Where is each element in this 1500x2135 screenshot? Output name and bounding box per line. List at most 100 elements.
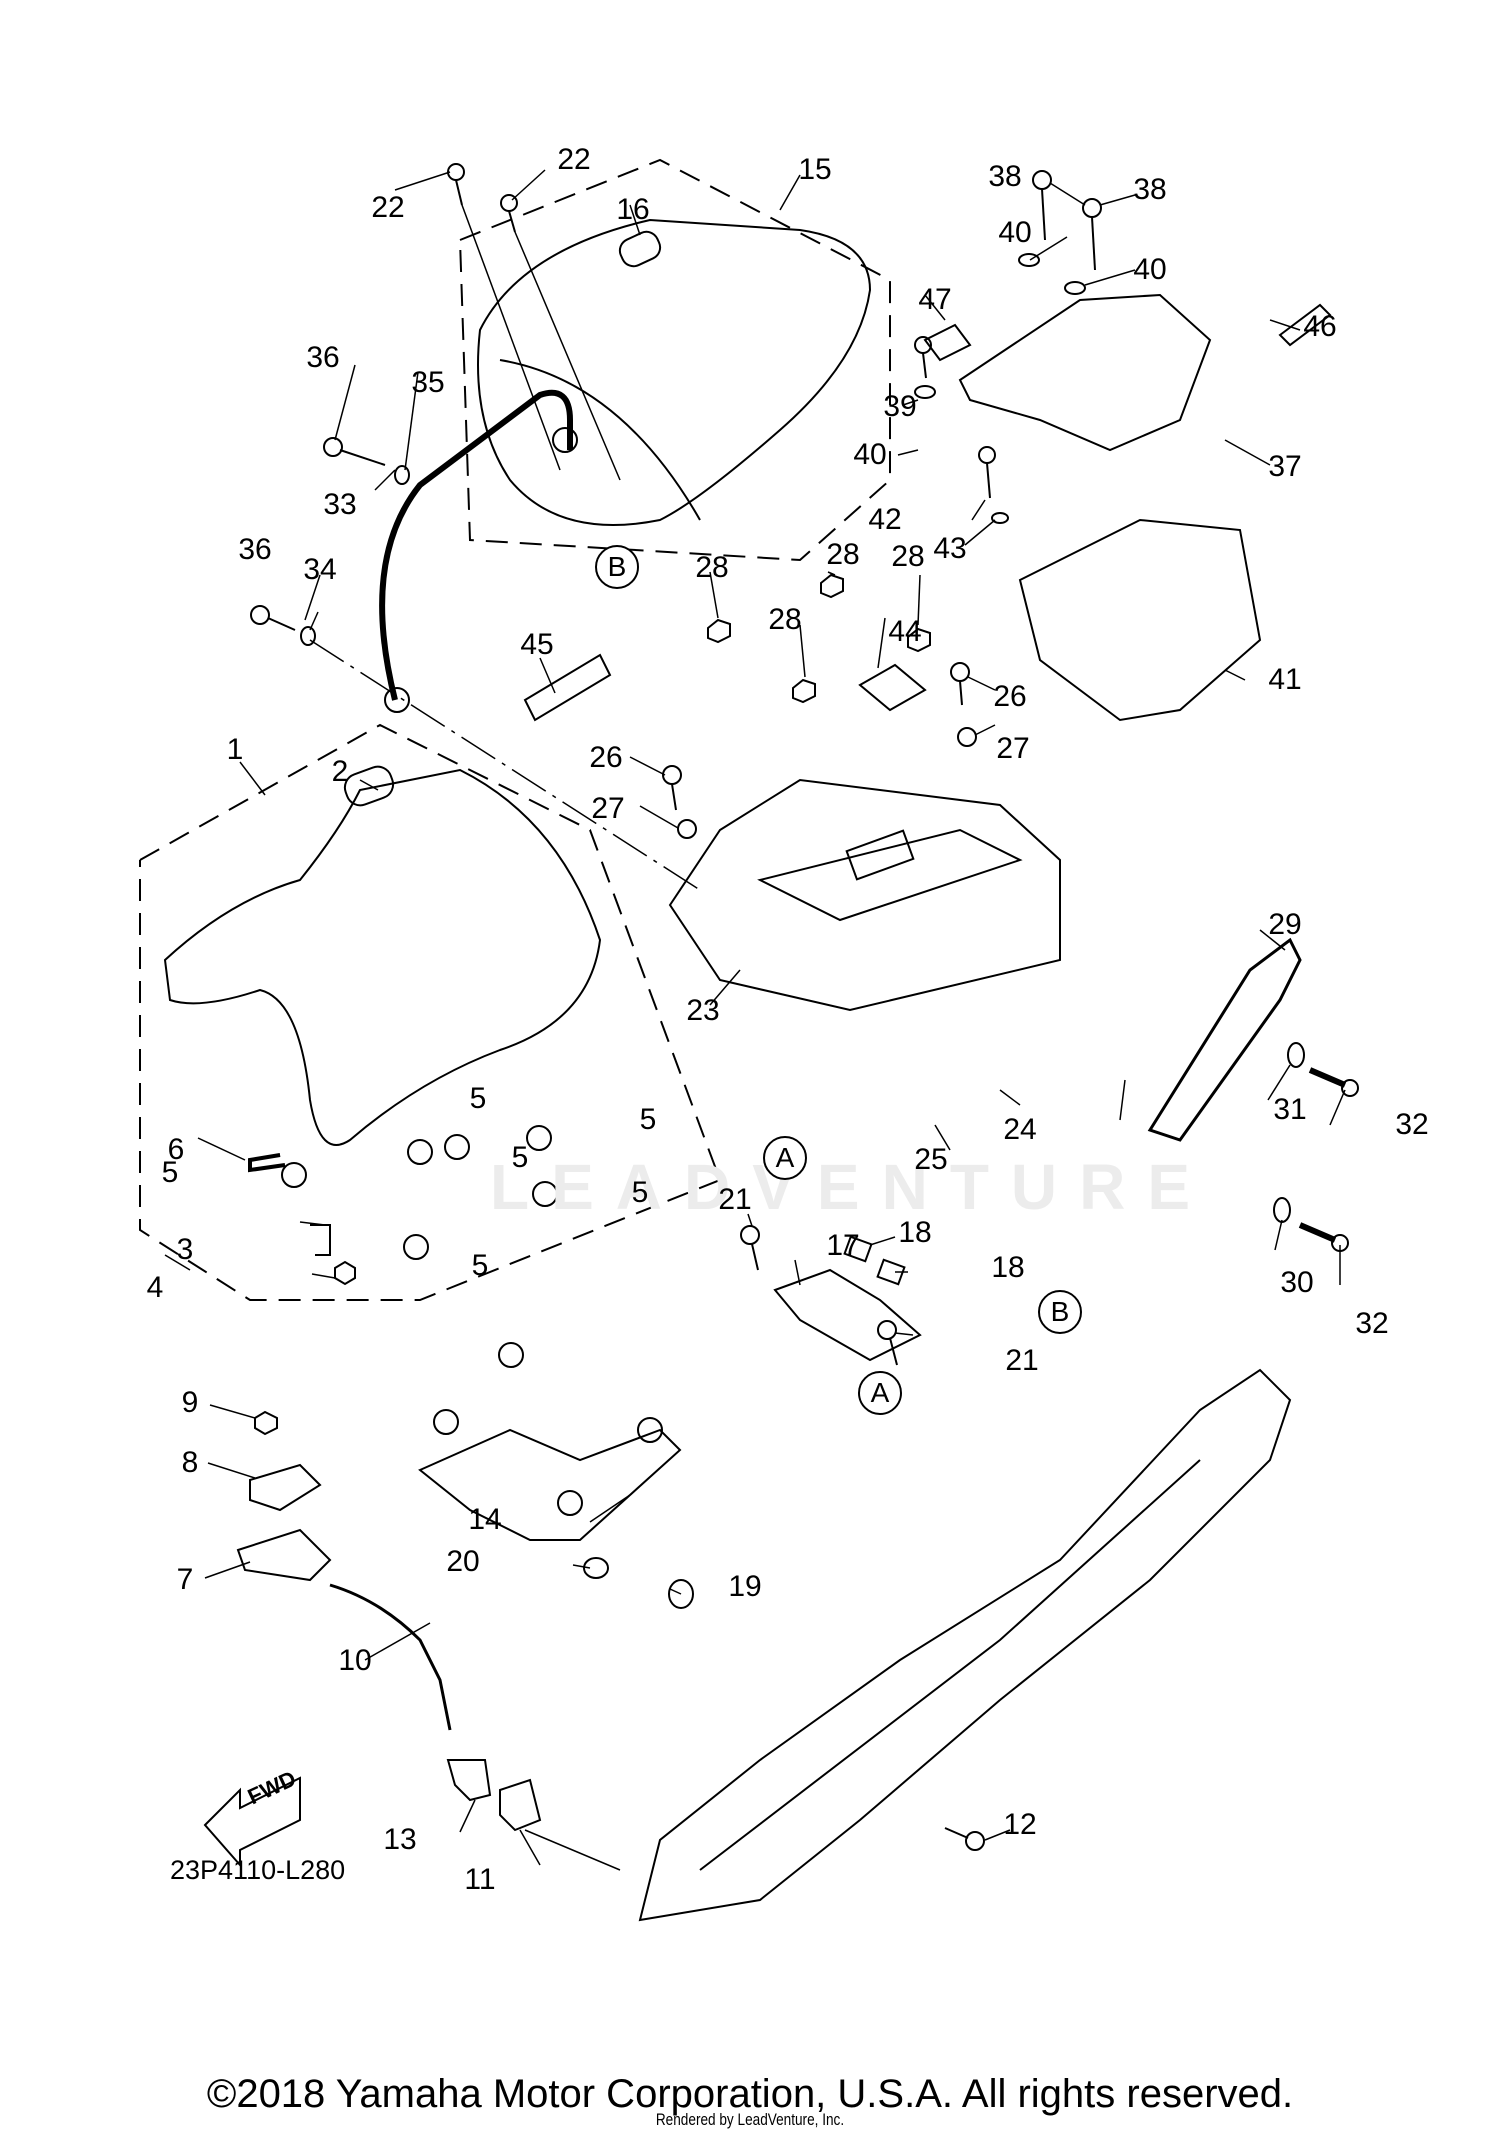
part-callout-16: 16 [616, 193, 650, 226]
part-callout-10: 10 [338, 1644, 372, 1677]
side-handle-29 [1150, 940, 1300, 1140]
part-callout-18: 18 [991, 1251, 1025, 1284]
grab-bar-end [553, 428, 577, 452]
bolt-32-lower [1300, 1225, 1348, 1251]
lock-11 [500, 1780, 540, 1830]
diagram-code: 23P4110-L280 [170, 1855, 346, 1885]
part-callout-2: 2 [331, 755, 349, 788]
part-callout-47: 47 [918, 283, 952, 316]
part-callout-31: 31 [1273, 1093, 1307, 1126]
part-callout-37: 37 [1268, 450, 1302, 483]
washer-43 [992, 513, 1008, 523]
part-callout-39: 39 [883, 390, 917, 423]
part-callout-11: 11 [464, 1863, 496, 1896]
plate-8 [250, 1465, 320, 1510]
copyright-text: ©2018 Yamaha Motor Corporation, U.S.A. A… [206, 2072, 1294, 2116]
collar-27-right [958, 728, 976, 746]
part-callout-5: 5 [631, 1176, 649, 1209]
part-callout-5: 5 [471, 1249, 489, 1282]
seat-bracket-post [558, 1491, 582, 1515]
part-callout-21: 21 [1005, 1344, 1039, 1377]
bolt-36-upper [324, 438, 385, 465]
reference-marker-b: B [1038, 1290, 1082, 1334]
leader-lines [165, 170, 1345, 1865]
washer-40b [1065, 282, 1085, 294]
washer-40c [915, 386, 935, 398]
part-callout-33: 33 [323, 488, 357, 521]
part-callout-24: 24 [1003, 1113, 1037, 1146]
seat-base-23 [670, 780, 1060, 1010]
hook-13 [448, 1760, 490, 1800]
part-callout-4: 4 [146, 1271, 164, 1304]
part-callout-35: 35 [411, 366, 445, 399]
washer-40a [1019, 254, 1039, 266]
bolt-32-upper [1310, 1070, 1358, 1096]
rear-seat-inner-line [500, 360, 700, 520]
part-callout-5: 5 [161, 1156, 179, 1189]
washer-35 [395, 466, 409, 484]
seat-bracket-post [499, 1343, 523, 1367]
part-callout-40: 40 [998, 216, 1032, 249]
part-callout-21: 21 [718, 1183, 752, 1216]
part-callout-20: 20 [446, 1545, 480, 1578]
part-callout-6: 6 [167, 1133, 185, 1166]
bolt-36-lower [251, 606, 295, 630]
sticker-45 [525, 655, 610, 720]
seat-base-pocket [847, 831, 914, 880]
part-callout-28: 28 [768, 603, 802, 636]
part-callout-27: 27 [996, 732, 1030, 765]
seat-bracket-post [638, 1418, 662, 1442]
seat-base-inner [760, 830, 1020, 920]
part-callout-22: 22 [557, 143, 591, 176]
rendered-by-text: Rendered by LeadVenture, Inc. [655, 2110, 845, 2129]
grab-bar-end [385, 688, 409, 712]
rear-seat-assembly-outline [460, 160, 890, 560]
bolt-26-left [663, 766, 681, 810]
grommet-28-group [708, 575, 930, 702]
part-callout-28: 28 [695, 551, 729, 584]
bolt-21-upper [741, 1226, 759, 1270]
part-callout-34: 34 [303, 553, 337, 586]
rider-seat [165, 770, 600, 1145]
part-callout-13: 13 [383, 1823, 417, 1856]
reference-marker-a: A [763, 1136, 807, 1180]
lock-bracket-17 [775, 1270, 920, 1360]
bolt-39 [915, 337, 931, 378]
fwd-arrow-icon [205, 1778, 300, 1865]
part-callout-29: 29 [1268, 908, 1302, 941]
carrier-37 [960, 295, 1210, 450]
part-callout-12: 12 [1003, 1808, 1037, 1841]
washer-34 [301, 627, 315, 645]
rear-frame-inner [700, 1460, 1200, 1870]
rear-seat [478, 220, 870, 525]
part-callout-3: 3 [176, 1233, 194, 1266]
washer-31 [1288, 1043, 1304, 1067]
part-callout-5: 5 [639, 1103, 657, 1136]
part-callout-14: 14 [468, 1503, 502, 1536]
part-callout-30: 30 [1280, 1266, 1314, 1299]
cable-10 [330, 1585, 450, 1730]
part-callout-45: 45 [520, 628, 554, 661]
part-callout-18: 18 [898, 1216, 932, 1249]
part-callout-36: 36 [238, 533, 272, 566]
bolt-22-right [501, 195, 620, 480]
part-callout-26: 26 [993, 680, 1027, 713]
nut-18b [878, 1260, 905, 1284]
rear-frame [640, 1370, 1290, 1920]
part-callout-1: 1 [226, 733, 244, 766]
damper-5-group [282, 1126, 557, 1259]
parts-diagram [0, 0, 1500, 2000]
bracket-3 [310, 1225, 330, 1255]
part-callout-38: 38 [988, 160, 1022, 193]
carrier-base-41 [1020, 520, 1260, 720]
part-callout-40: 40 [1133, 253, 1167, 286]
part-callout-22: 22 [371, 191, 405, 224]
part-callout-32: 32 [1395, 1108, 1429, 1141]
collar-27-left [678, 820, 696, 838]
seat-bracket-post [434, 1410, 458, 1434]
part-callout-17: 17 [826, 1229, 860, 1262]
part-callout-28: 28 [826, 538, 860, 571]
reference-marker-b: B [595, 545, 639, 589]
damper-2 [341, 763, 397, 809]
part-callout-40: 40 [853, 438, 887, 471]
